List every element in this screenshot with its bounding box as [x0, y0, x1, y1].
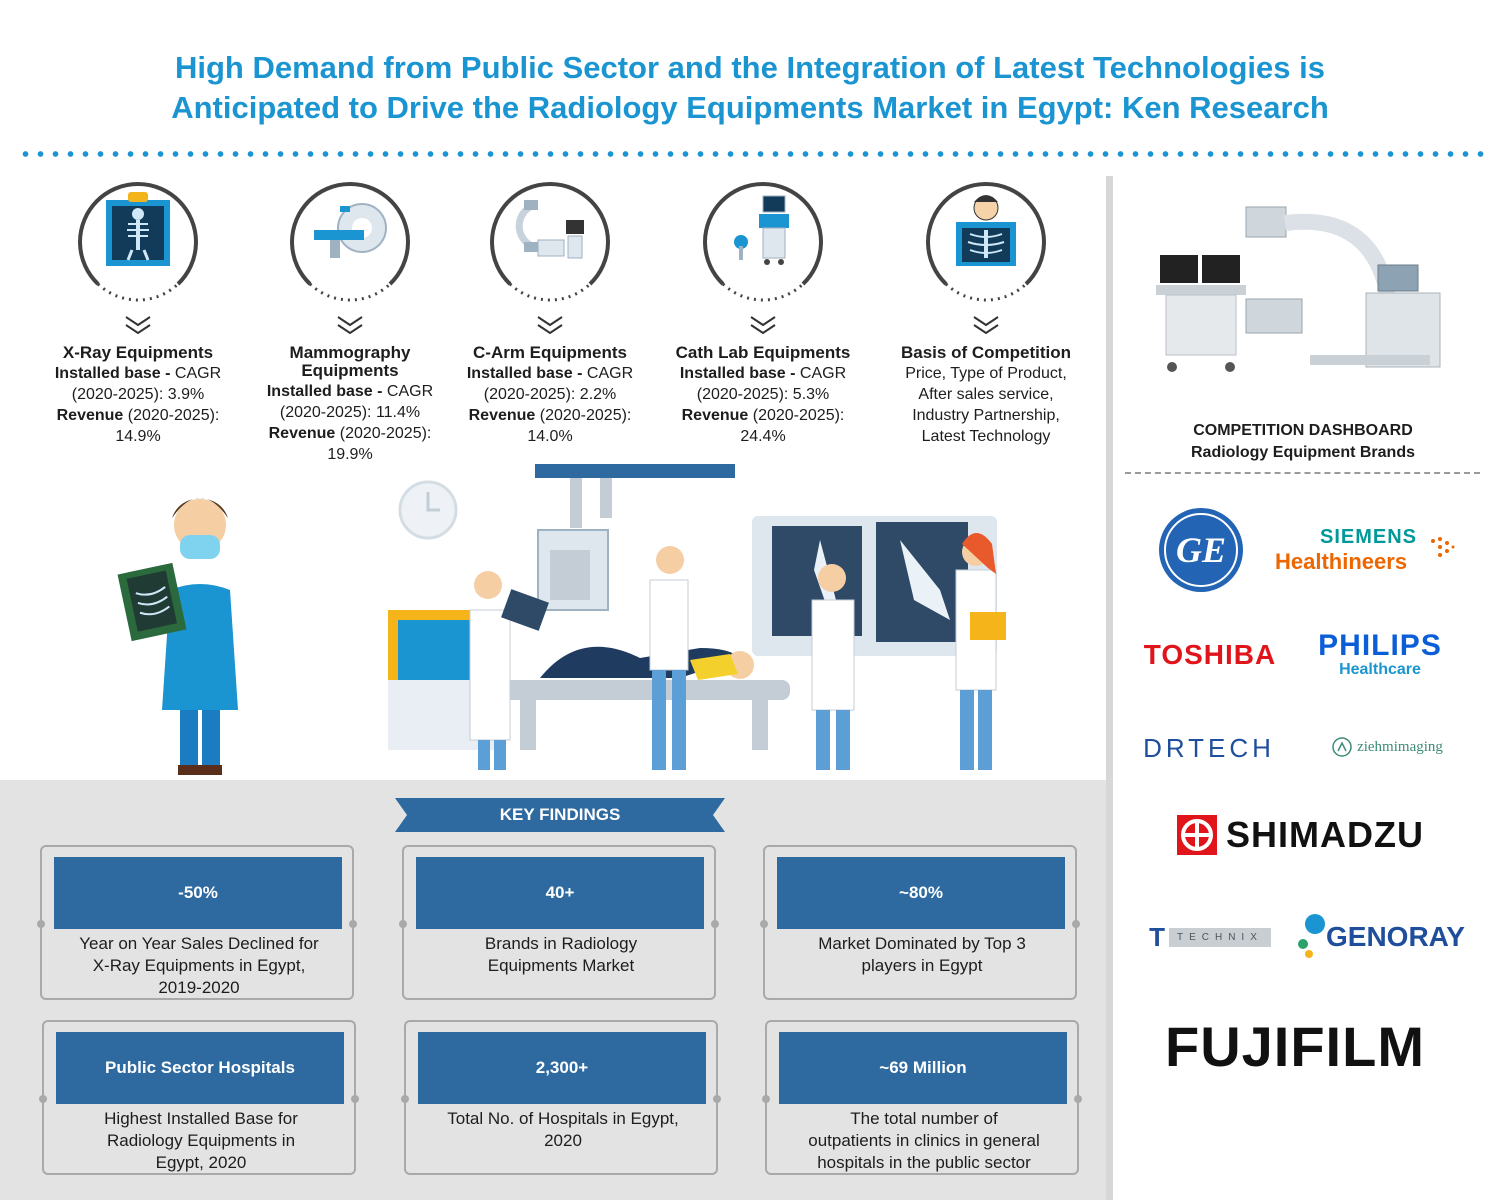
mri-scanner-icon: [314, 203, 387, 258]
ziehm-emblem-icon: [1332, 737, 1352, 757]
ge-logo: GE: [1156, 505, 1246, 595]
xray-skeleton-icon: [106, 192, 170, 266]
shimadzu-logo: SHIMADZU: [1150, 812, 1450, 858]
c-arm-machine-image: [1156, 206, 1441, 372]
siemens-healthineers-logo: SIEMENS Healthineers: [1275, 525, 1455, 575]
drtech-logo: DRTECH: [1143, 732, 1275, 763]
category-c-arm: C-Arm Equipments Installed base - CAGR (…: [444, 168, 656, 446]
finding-value: ~69 Million: [779, 1032, 1067, 1104]
dashboard-separator: [1125, 472, 1480, 474]
philips-healthcare-logo: PHILIPS Healthcare: [1318, 629, 1442, 679]
dots-icon: [1431, 537, 1455, 557]
c-arm-icon: [515, 200, 584, 259]
finding-card: Public Sector Hospitals Highest Installe…: [39, 1020, 359, 1175]
technix-mark-icon: T: [1149, 922, 1165, 952]
staff-figures: [469, 533, 1006, 770]
toshiba-logo: TOSHIBA: [1143, 639, 1277, 670]
vertical-divider: [1106, 176, 1113, 1200]
chevron-down-icon: [750, 316, 776, 334]
technix-logo: T TECHNIX: [1140, 922, 1280, 952]
finding-value: Public Sector Hospitals: [56, 1032, 344, 1104]
chevron-down-icon: [537, 316, 563, 334]
chest-xray-person-icon: [956, 195, 1016, 266]
chevron-down-icon: [973, 316, 999, 334]
mammography-ring: [280, 168, 420, 308]
finding-card: 2,300+ Total No. of Hospitals in Egypt,2…: [401, 1020, 721, 1175]
finding-value: 2,300+: [418, 1032, 706, 1104]
c-arm-ring: [480, 168, 620, 308]
category-xray: X-Ray Equipments Installed base - CAGR (…: [32, 168, 244, 446]
cath-lab-ring: [693, 168, 833, 308]
genoray-dots-icon: [1298, 914, 1325, 958]
dashboard-title: COMPETITION DASHBOARD Radiology Equipmen…: [1190, 422, 1415, 461]
fujifilm-logo: FUJIFILM: [1165, 1014, 1425, 1078]
key-findings-banner: KEY FINDINGS: [395, 798, 725, 832]
dotted-divider: [18, 150, 1488, 158]
finding-value: ~80%: [777, 857, 1065, 929]
page-title: High Demand from Public Sector and the I…: [171, 50, 1329, 125]
category-basis-of-competition: Basis of Competition Price, Type of Prod…: [880, 168, 1092, 446]
radiology-room-illustration: [117, 464, 1006, 775]
category-mammography: Mammography Equipments Installed base - …: [244, 168, 456, 464]
chevron-down-icon: [337, 316, 363, 334]
finding-value: -50%: [54, 857, 342, 929]
category-cath-lab: Cath Lab Equipments Installed base - CAG…: [657, 168, 869, 446]
chevron-down-icon: [125, 316, 151, 334]
finding-description: Total No. of Hospitals in Egypt,2020: [447, 1109, 679, 1150]
finding-value: 40+: [416, 857, 704, 929]
shimadzu-emblem-icon: [1177, 815, 1217, 855]
competition-ring: [916, 168, 1056, 308]
genoray-logo: GENORAY: [1295, 912, 1465, 962]
doctor-figure: [117, 498, 238, 775]
xray-ring: [68, 168, 208, 308]
ultrasound-cart-icon: [734, 195, 789, 265]
